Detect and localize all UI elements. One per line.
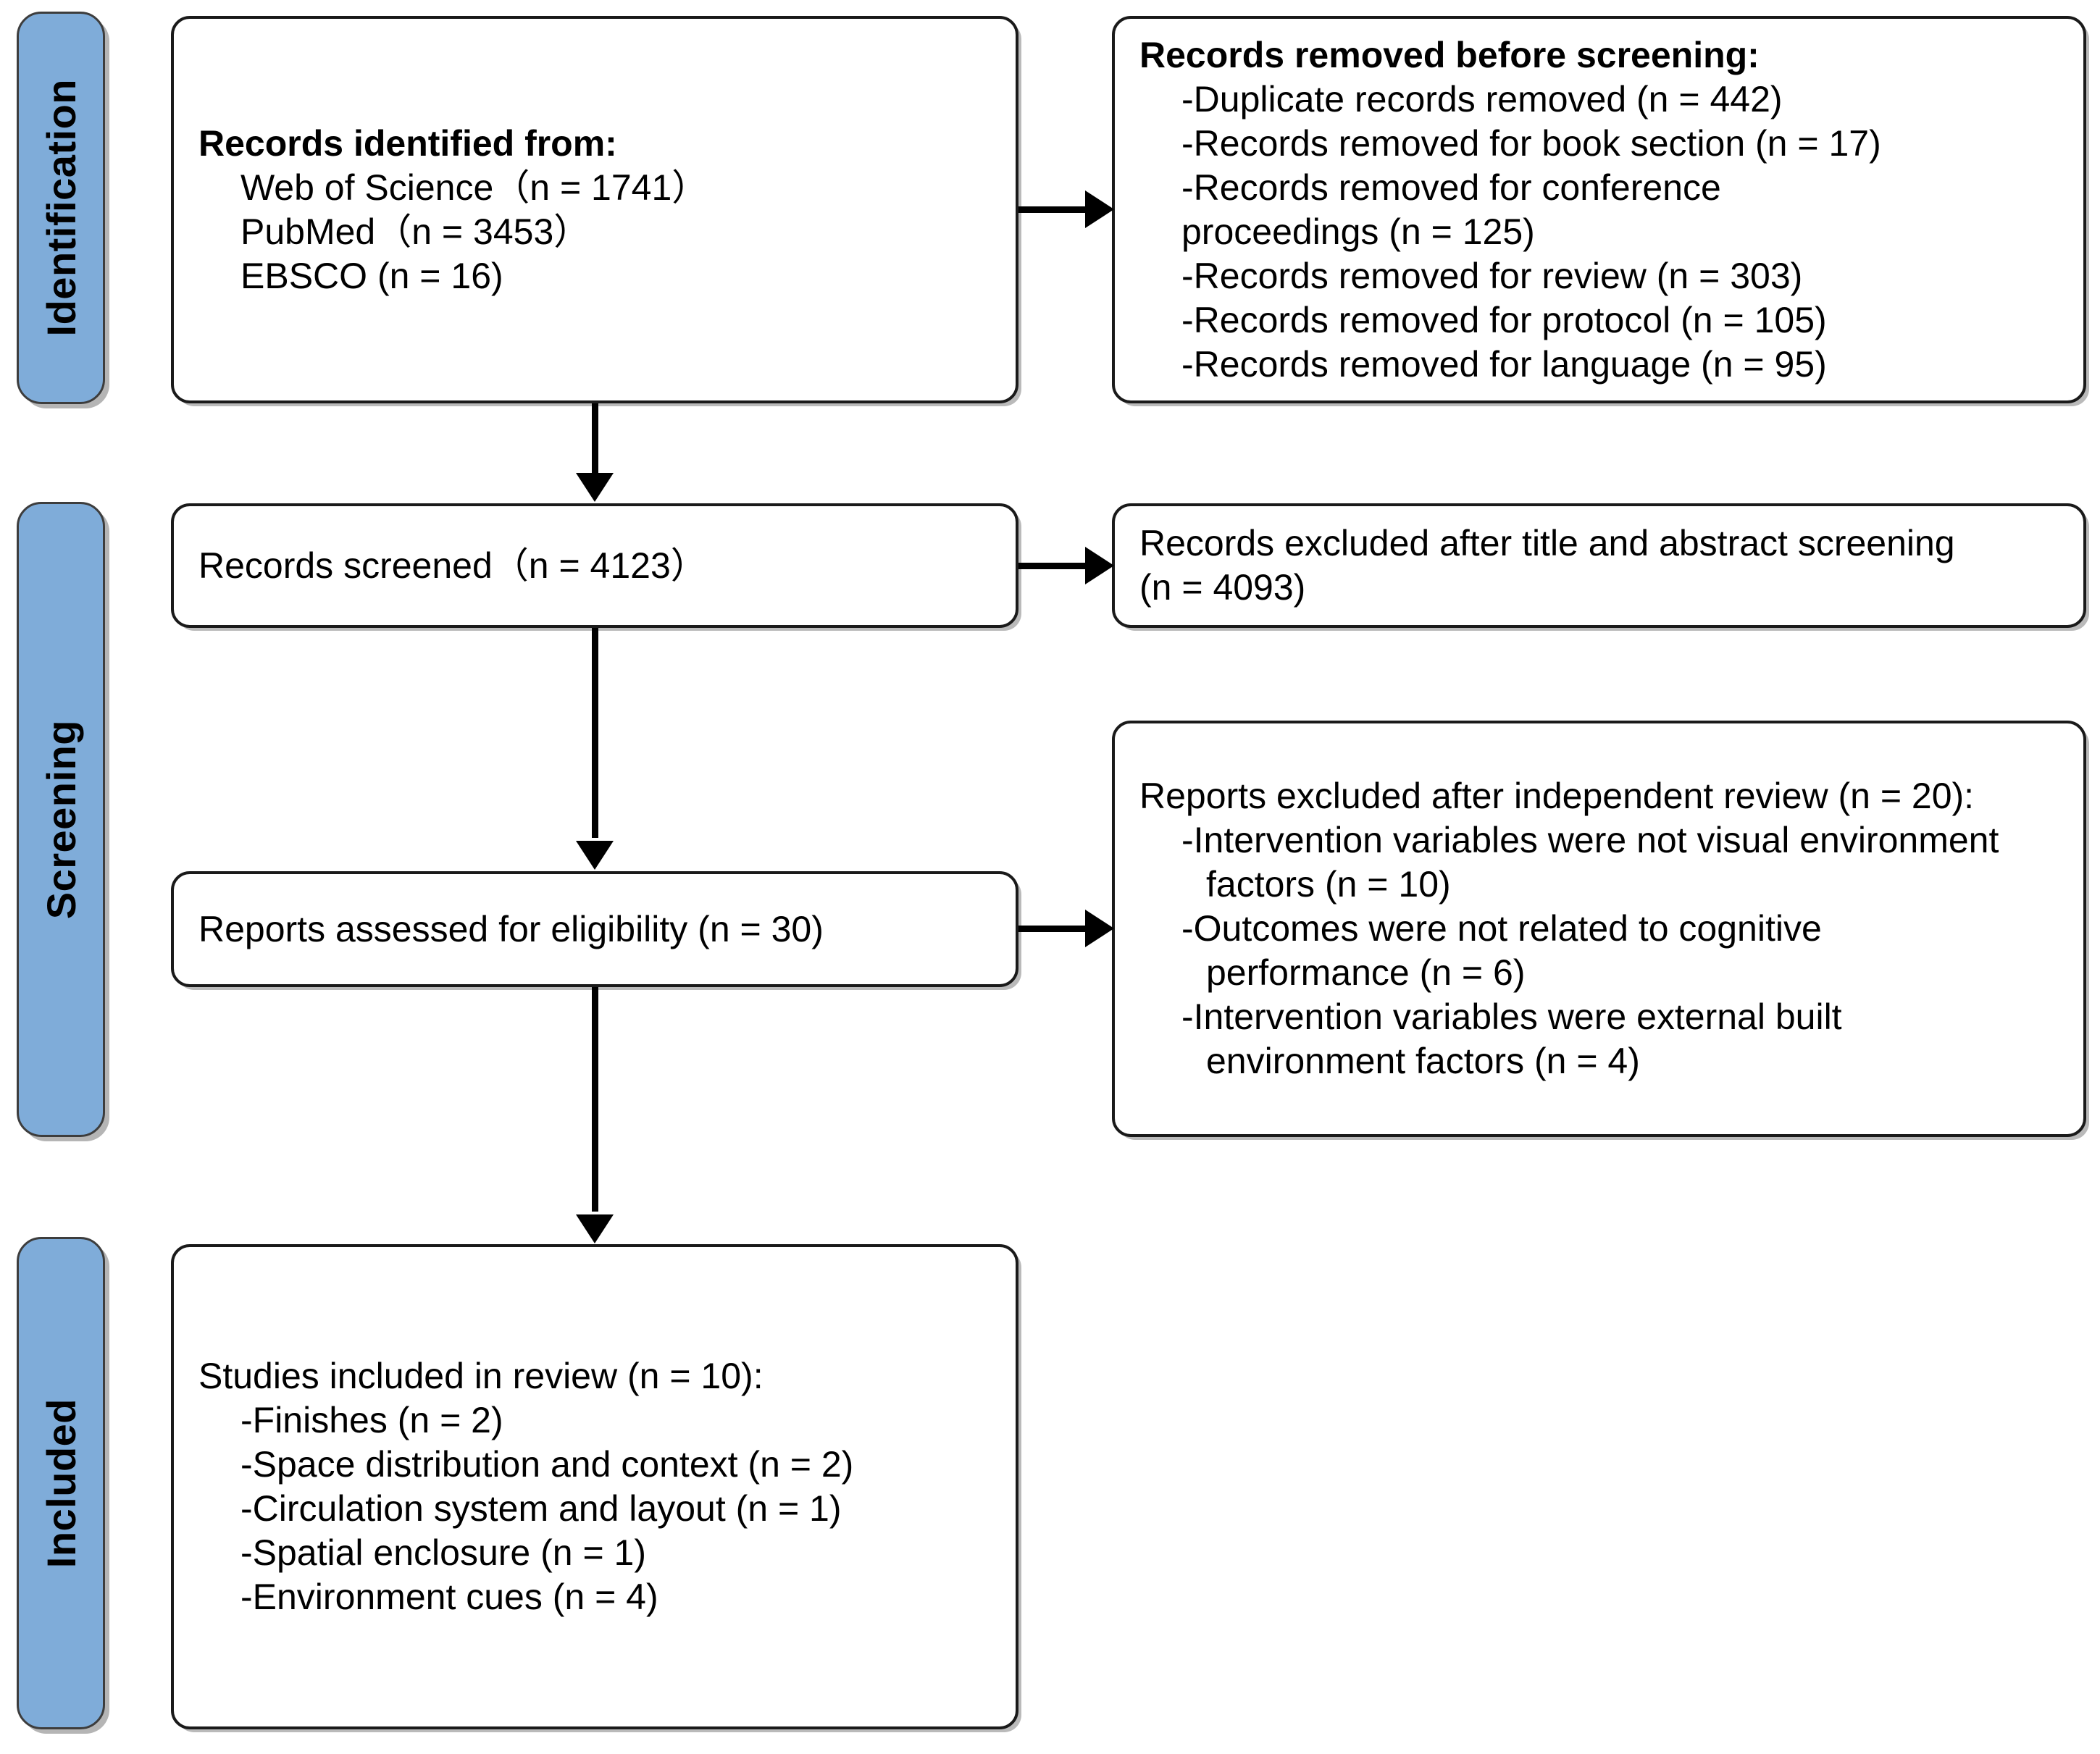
records-removed-item: -Records removed for book section (n = 1… xyxy=(1181,122,1881,164)
records-identified-item: Web of Science（n = 1741） xyxy=(240,167,708,208)
connector-assessed-to-included-arrow xyxy=(576,1214,614,1243)
box-reports-excluded: Reports excluded after independent revie… xyxy=(1112,721,2086,1137)
connector-screened-to-assessed-line xyxy=(592,628,598,838)
connector-screened-to-excluded-arrow xyxy=(1085,547,1114,584)
records-removed-item: -Records removed for language (n = 95) xyxy=(1181,343,1827,385)
connector-screened-to-assessed-arrow xyxy=(576,841,614,870)
box-records-removed: Records removed before screening: -Dupli… xyxy=(1112,16,2086,403)
reports-excluded-item: -Intervention variables were not visual … xyxy=(1181,820,1999,860)
records-identified-heading: Records identified from: xyxy=(198,122,617,164)
stage-bar-identification: Identification xyxy=(17,12,105,404)
studies-included-item: -Space distribution and context (n = 2) xyxy=(240,1444,854,1485)
reports-excluded-item: -Outcomes were not related to cognitive xyxy=(1181,908,1822,949)
records-removed-item: -Records removed for review (n = 303) xyxy=(1181,255,1803,296)
records-identified-item: EBSCO (n = 16) xyxy=(240,255,503,296)
connector-identified-to-removed-arrow xyxy=(1085,190,1114,228)
box-records-identified: Records identified from: Web of Science（… xyxy=(171,16,1018,403)
reports-excluded-item-cont: factors (n = 10) xyxy=(1206,864,1451,905)
reports-assessed-heading: Reports assessed for eligibility (n = 30… xyxy=(198,908,824,949)
reports-excluded-item-cont: environment factors (n = 4) xyxy=(1206,1041,1640,1081)
studies-included-heading: Studies included in review (n = 10): xyxy=(198,1356,764,1396)
studies-included-item: -Environment cues (n = 4) xyxy=(240,1577,658,1617)
connector-identified-to-screened-arrow xyxy=(576,473,614,502)
stage-label-screening: Screening xyxy=(38,719,84,920)
reports-excluded-heading: Reports excluded after independent revie… xyxy=(1139,776,1975,816)
connector-screened-to-excluded-line xyxy=(1018,563,1091,569)
records-screened-heading: Records screened（n = 4123） xyxy=(198,545,707,586)
connector-identified-to-removed-line xyxy=(1018,206,1091,213)
box-records-excluded: Records excluded after title and abstrac… xyxy=(1112,503,2086,628)
box-records-screened: Records screened（n = 4123） xyxy=(171,503,1018,628)
records-excluded-heading: Records excluded after title and abstrac… xyxy=(1139,523,1955,563)
reports-excluded-item-cont: performance (n = 6) xyxy=(1206,952,1526,993)
box-reports-assessed: Reports assessed for eligibility (n = 30… xyxy=(171,871,1018,987)
box-studies-included: Studies included in review (n = 10): -Fi… xyxy=(171,1244,1018,1729)
reports-excluded-item: -Intervention variables were external bu… xyxy=(1181,996,1842,1037)
connector-identified-to-screened-line xyxy=(592,403,598,479)
records-removed-item: -Duplicate records removed (n = 442) xyxy=(1181,78,1783,119)
records-identified-item: PubMed（n = 3453） xyxy=(240,211,590,252)
stage-label-included: Included xyxy=(38,1398,84,1569)
records-removed-item: -Records removed for protocol (n = 105) xyxy=(1181,299,1827,340)
stage-bar-included: Included xyxy=(17,1237,105,1729)
connector-assessed-to-included-line xyxy=(592,987,598,1212)
records-removed-heading: Records removed before screening: xyxy=(1139,34,1760,75)
studies-included-item: -Finishes (n = 2) xyxy=(240,1400,503,1440)
records-excluded-count: (n = 4093) xyxy=(1139,567,1306,608)
studies-included-item: -Circulation system and layout (n = 1) xyxy=(240,1488,842,1529)
connector-assessed-to-reports-excluded-line xyxy=(1018,926,1091,932)
studies-included-item: -Spatial enclosure (n = 1) xyxy=(240,1532,647,1573)
records-removed-item-cont: proceedings (n = 125) xyxy=(1181,211,1535,252)
connector-assessed-to-reports-excluded-arrow xyxy=(1085,910,1114,947)
stage-label-identification: Identification xyxy=(38,79,84,337)
stage-bar-screening: Screening xyxy=(17,502,105,1137)
records-removed-item: -Records removed for conference xyxy=(1181,167,1721,208)
